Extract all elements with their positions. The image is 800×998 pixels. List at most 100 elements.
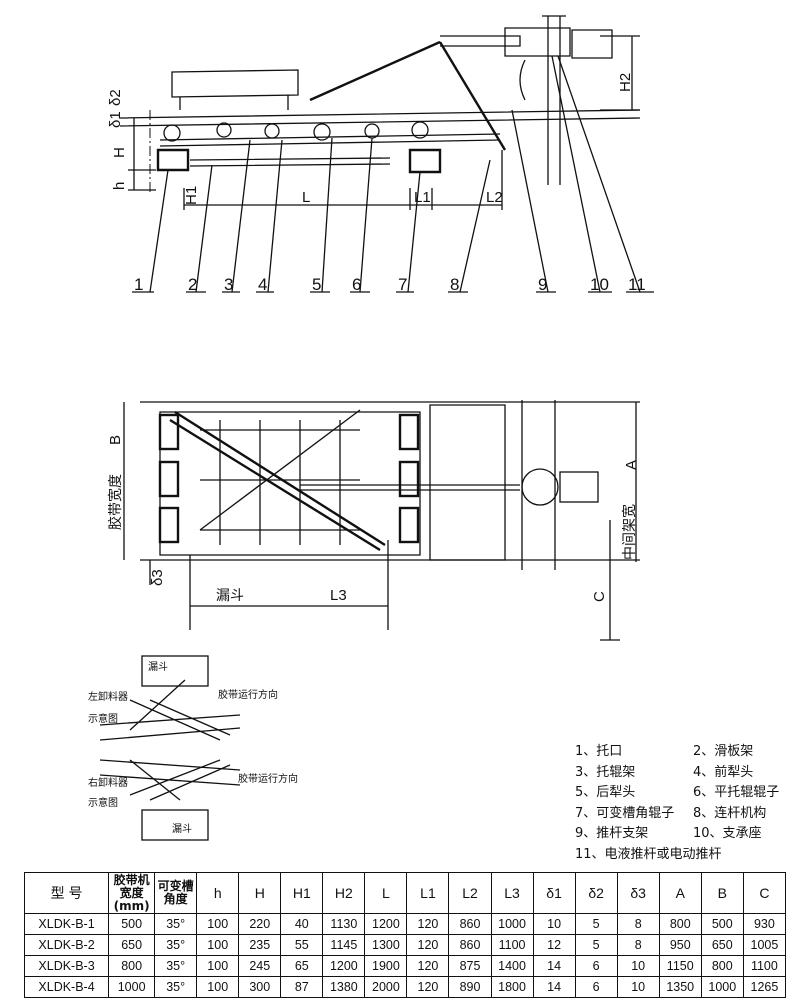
hopper-top-label: 漏斗 [216, 588, 244, 604]
top-roller-6 [398, 506, 420, 544]
legend-row-3: 5、后犁头 6、平托辊辊子 [575, 783, 800, 804]
part-number-4: 4 [258, 275, 267, 294]
table-cell: 40 [280, 913, 324, 935]
table-cell: 14 [532, 976, 576, 998]
break-line [519, 59, 526, 101]
table-cell: 2000 [364, 976, 408, 998]
table-cell: 1130 [322, 913, 366, 935]
frame-rail [159, 133, 501, 147]
part-number-5: 5 [312, 275, 321, 294]
hopper-outline [171, 69, 299, 98]
direction-label-right: 胶带运行方向 [238, 772, 298, 785]
roller-3 [264, 123, 280, 139]
legend-item-3: 3、托辊架 [575, 764, 636, 780]
header-H: H [238, 872, 282, 914]
top-roller-4 [398, 413, 420, 451]
table-cell: 1200 [364, 913, 408, 935]
hopper-label-right: 漏斗 [172, 823, 192, 835]
table-cell: 220 [238, 913, 282, 935]
legend-item-7: 7、可变槽角辊子 [575, 805, 675, 821]
side-view: δ1 δ2 H h H1 L L1 L2 H2 1 2 3 4 5 6 7 8 … [107, 15, 654, 294]
left-label-2: 示意图 [88, 712, 118, 725]
table-cell: 55 [280, 934, 324, 956]
table-cell: 300 [238, 976, 282, 998]
hopper-box-left [141, 655, 209, 687]
slide-frame [189, 157, 391, 167]
drawing-canvas: δ1 δ2 H h H1 L L1 L2 H2 1 2 3 4 5 6 7 8 … [88, 15, 654, 841]
header-L3: L3 [490, 872, 534, 914]
part-number-3: 3 [224, 275, 233, 294]
part-number-1: 1 [134, 275, 143, 294]
table-cell: 14 [532, 955, 576, 977]
part-number-9: 9 [538, 275, 547, 294]
table-cell: XLDK-B-3 [23, 955, 110, 977]
table-cell: 860 [448, 913, 492, 935]
dim-L1L2-line [410, 150, 503, 210]
table-cell: 10 [616, 955, 660, 977]
top-roller-1 [158, 413, 180, 451]
top-roller-3 [158, 506, 180, 544]
hopper-label-left: 漏斗 [148, 661, 168, 673]
direction-label-left: 胶带运行方向 [218, 688, 278, 701]
dim-delta1-label: δ1 [107, 111, 124, 128]
table-cell: 12 [532, 934, 576, 956]
table-cell: 5 [574, 913, 618, 935]
legend-row-1: 1、托口 2、滑板架 [575, 742, 800, 763]
header-H2: H2 [322, 872, 366, 914]
table-cell: 1005 [742, 934, 787, 956]
legend-item-8: 8、连杆机构 [693, 805, 767, 821]
roller-2 [216, 122, 232, 138]
part-number-6: 6 [352, 275, 361, 294]
hopper-box-right [141, 809, 209, 841]
table-cell: 650 [700, 934, 744, 956]
dim-A-label: A [623, 460, 640, 470]
dim-H-label: H [111, 147, 128, 158]
part-number-7: 7 [398, 275, 407, 294]
dim-L-label: L [302, 189, 310, 206]
table-cell: 120 [406, 976, 450, 998]
legend-row-4: 7、可变槽角辊子 8、连杆机构 [575, 804, 800, 825]
legend-item-2: 2、滑板架 [693, 744, 754, 759]
table-cell: 1200 [322, 955, 366, 977]
idler-frame-left [156, 148, 190, 172]
header-H1: H1 [280, 872, 324, 914]
table-cell: XLDK-B-2 [23, 934, 110, 956]
table-cell: 6 [574, 955, 618, 977]
actuator-rod [300, 484, 520, 491]
table-cell: 87 [280, 976, 324, 998]
header-belt-width: 胶带机宽度(mm) [108, 872, 156, 914]
outer-lines [140, 401, 640, 561]
part-leaders [149, 55, 641, 293]
plough-cross [199, 409, 361, 531]
dim-L-line [183, 188, 411, 210]
table-cell: 875 [448, 955, 492, 977]
table-cell: 6 [574, 976, 618, 998]
legend-item-11: 11、电液推杆或电动推杆 [575, 846, 722, 862]
belt-lines-left [99, 679, 241, 741]
frame-grid [200, 420, 360, 545]
dim-H1-label: H1 [183, 186, 200, 205]
table-cell: 500 [108, 913, 156, 935]
belt-lines-right [99, 759, 241, 801]
header-h: h [196, 872, 240, 914]
legend-item-5: 5、后犁头 [575, 785, 636, 800]
table-cell: 8 [616, 934, 660, 956]
dim-H2-line [600, 35, 640, 111]
table-cell: 65 [280, 955, 324, 977]
legend-item-6: 6、平托辊辊子 [693, 785, 780, 800]
header-delta3: δ3 [616, 872, 660, 914]
table-cell: 1900 [364, 955, 408, 977]
table-cell: 930 [742, 913, 787, 935]
idler-frame-right [408, 148, 442, 174]
table-cell: 5 [574, 934, 618, 956]
table-cell: 10 [532, 913, 576, 935]
table-cell: 860 [448, 934, 492, 956]
table-cell: 120 [406, 934, 450, 956]
header-L1: L1 [406, 872, 450, 914]
table-cell: 500 [700, 913, 744, 935]
